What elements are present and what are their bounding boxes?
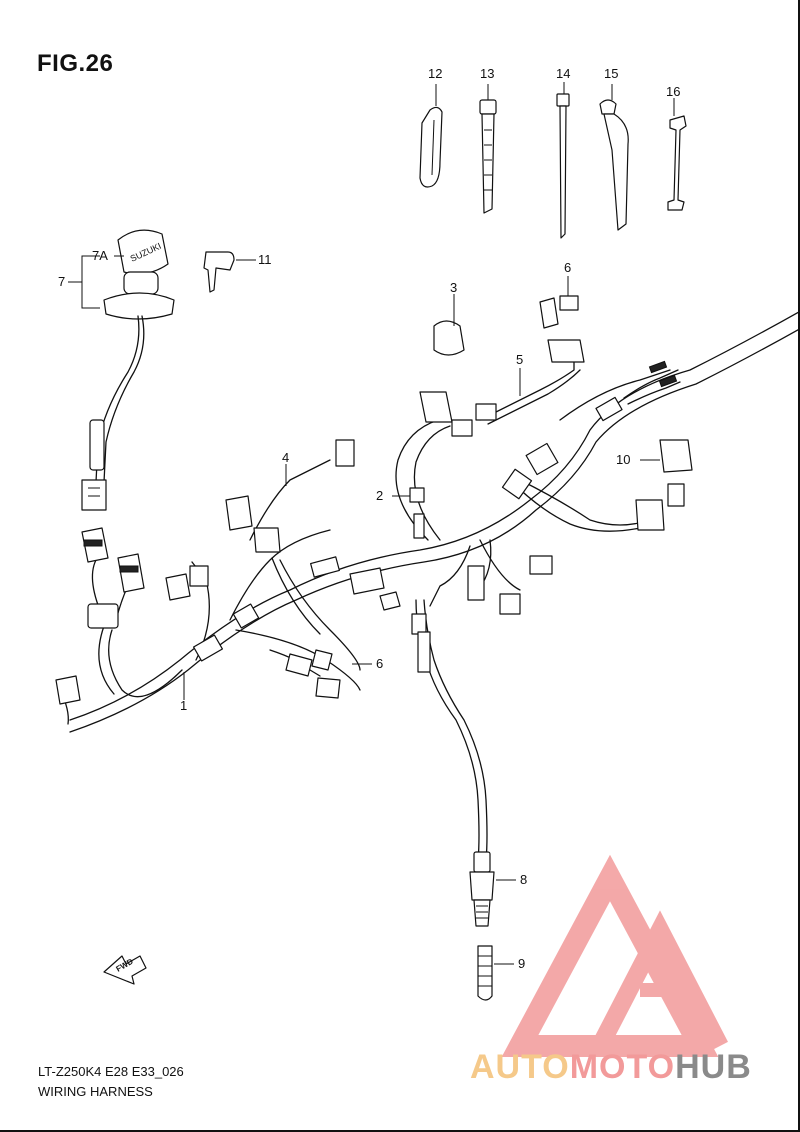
pin-9 xyxy=(477,945,514,1001)
watermark-moto: MOTO xyxy=(569,1048,676,1086)
callout-10: 10 xyxy=(616,452,630,467)
callout-7: 7 xyxy=(58,274,65,289)
connectors-left xyxy=(81,439,355,601)
callout-6-upper: 6 xyxy=(564,260,571,275)
figure-title: FIG.26 xyxy=(37,50,114,77)
watermark-auto: AUTO xyxy=(470,1048,570,1086)
cable-tie-14 xyxy=(556,82,570,239)
callout-11: 11 xyxy=(258,252,272,267)
callout-7a: 7A xyxy=(92,248,108,263)
callout-12: 12 xyxy=(428,66,442,81)
sub-harness-6-lower xyxy=(269,649,341,699)
callout-13: 13 xyxy=(480,66,494,81)
clamp-12 xyxy=(419,84,443,188)
callout-15: 15 xyxy=(604,66,618,81)
sensor-8 xyxy=(469,851,516,927)
harness-sleeves xyxy=(55,396,623,705)
callout-1: 1 xyxy=(180,698,187,713)
fwd-arrow: FWD xyxy=(103,955,147,985)
band-13 xyxy=(479,84,497,214)
connectors-center xyxy=(349,320,553,673)
callout-6-lower: 6 xyxy=(376,656,383,671)
cable-tie-15 xyxy=(599,84,629,231)
clamp-16 xyxy=(667,98,687,211)
callout-labels: 1 2 3 4 5 6 6 7 7A 8 9 10 11 12 13 14 15… xyxy=(58,66,680,971)
model-code: LT-Z250K4 E28 E33_026 xyxy=(38,1064,184,1079)
watermark-hub: HUB xyxy=(675,1048,752,1086)
callout-3: 3 xyxy=(450,280,457,295)
main-harness-1 xyxy=(59,310,800,861)
callout-16: 16 xyxy=(666,84,680,99)
leader-lines xyxy=(183,276,660,700)
diagram-title: WIRING HARNESS xyxy=(38,1084,153,1099)
key-11 xyxy=(203,251,256,293)
callout-2: 2 xyxy=(376,488,383,503)
callout-4: 4 xyxy=(282,450,289,465)
ignition-switch-7: SUZUKI xyxy=(81,229,175,511)
callout-14: 14 xyxy=(556,66,570,81)
callout-8: 8 xyxy=(520,872,527,887)
watermark-logo xyxy=(501,854,728,1057)
callout-5: 5 xyxy=(516,352,523,367)
connectors-right xyxy=(475,295,693,531)
watermark-text: AUTOMOTOHUB xyxy=(470,1048,752,1087)
callout-9: 9 xyxy=(518,956,525,971)
